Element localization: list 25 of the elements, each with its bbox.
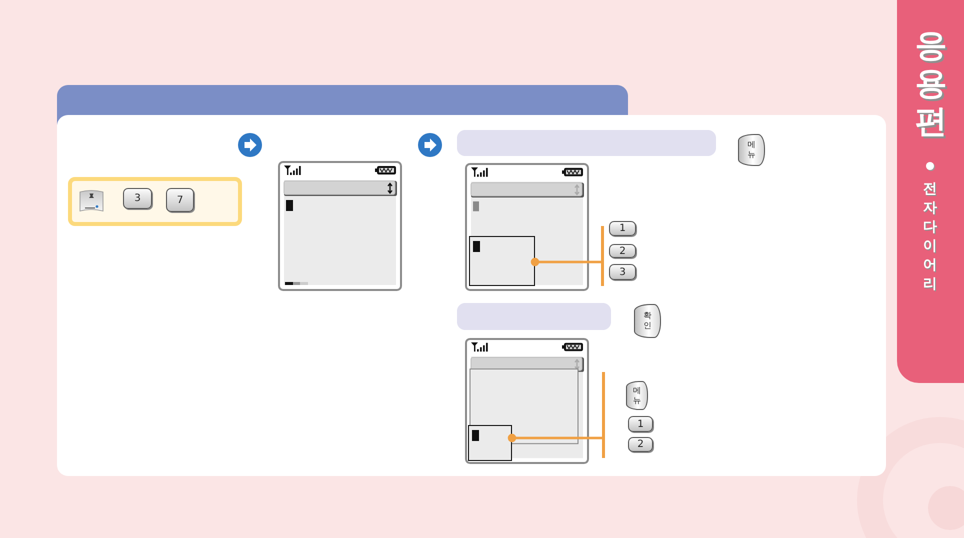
leader-line: [508, 434, 602, 442]
key-sequence-box: [68, 177, 242, 226]
popup-box: [468, 425, 512, 461]
phone-screen: [278, 161, 402, 291]
keypad-key: 3: [609, 264, 636, 280]
keypad-key: 3: [123, 188, 152, 209]
heading-band: [457, 303, 611, 330]
heading-band: [457, 130, 716, 156]
phone-screen: [465, 163, 589, 291]
popup-box: [469, 236, 535, 286]
phone-screen: [465, 338, 589, 464]
keypad-key: 1: [609, 221, 636, 236]
keypad-key: 1: [628, 416, 653, 432]
keypad-key: 7: [166, 188, 194, 212]
key-icon: [79, 189, 104, 213]
side-tab: [897, 0, 964, 383]
section-title: 응용편: [914, 26, 948, 140]
section-subtitle: 전자다이어리: [922, 180, 938, 294]
soft-key: 확인: [634, 304, 661, 338]
keypad-key: 2: [609, 244, 636, 258]
soft-key: 메뉴: [738, 134, 765, 166]
soft-key: 메뉴: [626, 381, 648, 410]
bracket-bar: [601, 226, 604, 286]
bracket-bar: [602, 372, 605, 458]
keypad-key: 2: [628, 437, 653, 452]
